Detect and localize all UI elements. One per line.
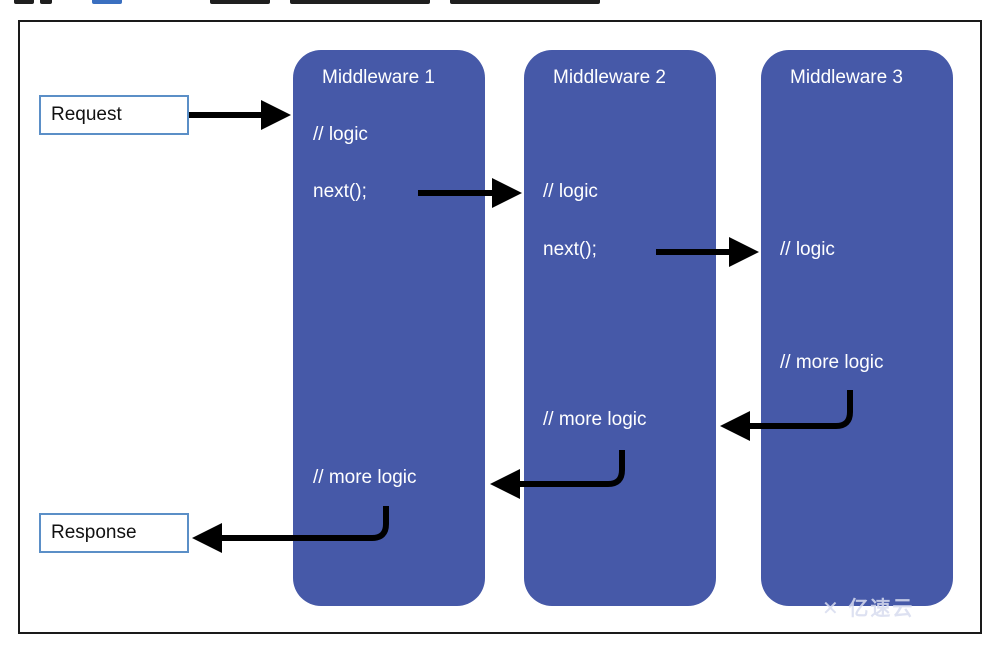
mw1-return-to-response-arrow xyxy=(192,506,389,553)
middleware-2-title: Middleware 2 xyxy=(553,67,666,88)
request-box: Request xyxy=(39,95,189,135)
mw1-more-logic-line: // more logic xyxy=(313,467,417,488)
middleware-3-title: Middleware 3 xyxy=(790,67,903,88)
cropped-header-strip xyxy=(0,0,1004,8)
middleware-3-panel xyxy=(761,50,953,606)
response-box: Response xyxy=(39,513,189,553)
mw3-logic-line: // logic xyxy=(780,239,835,260)
mw2-more-logic-line: // more logic xyxy=(543,409,647,430)
mw2-return-arrow xyxy=(490,450,625,499)
mw3-more-logic-line: // more logic xyxy=(780,352,884,373)
middleware-2-panel xyxy=(524,50,716,606)
watermark-logo: ✕ 亿速云 xyxy=(822,598,915,620)
mw1-logic-line: // logic xyxy=(313,124,368,145)
middleware-1-title: Middleware 1 xyxy=(322,67,435,88)
mw1-next-call: next(); xyxy=(313,181,367,202)
mw3-return-arrow xyxy=(720,390,853,441)
mw2-logic-line: // logic xyxy=(543,181,598,202)
mw2-next-call: next(); xyxy=(543,239,597,260)
